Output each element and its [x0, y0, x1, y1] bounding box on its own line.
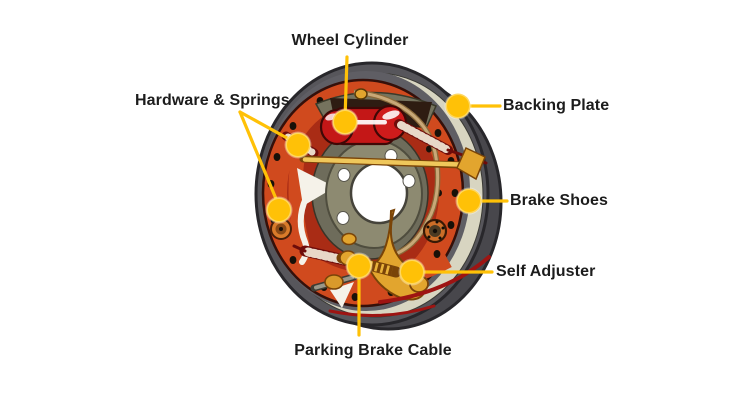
label-hardware-springs: Hardware & Springs: [135, 92, 290, 109]
marker-hardware-springs-1[interactable]: [287, 134, 309, 156]
hub: [325, 139, 423, 249]
label-self-adjuster: Self Adjuster: [496, 263, 596, 280]
strut-bar: [299, 155, 466, 169]
hold-down-pins: [270, 218, 448, 244]
marker-brake-shoes[interactable]: [458, 190, 480, 212]
label-wheel-cylinder: Wheel Cylinder: [291, 32, 409, 49]
marker-hardware-springs-2[interactable]: [268, 199, 290, 221]
label-brake-shoes: Brake Shoes: [510, 192, 609, 209]
marker-backing-plate[interactable]: [447, 95, 469, 117]
label-parking-brake-cable: Parking Brake Cable: [294, 342, 452, 359]
marker-parking-brake-cable[interactable]: [348, 255, 370, 277]
cable-guide: [354, 88, 368, 100]
spring-wires: [328, 255, 491, 317]
marker-self-adjuster[interactable]: [401, 261, 423, 283]
label-backing-plate: Backing Plate: [503, 97, 610, 114]
cable-line: [353, 89, 441, 259]
marker-wheel-cylinder[interactable]: [334, 111, 356, 133]
